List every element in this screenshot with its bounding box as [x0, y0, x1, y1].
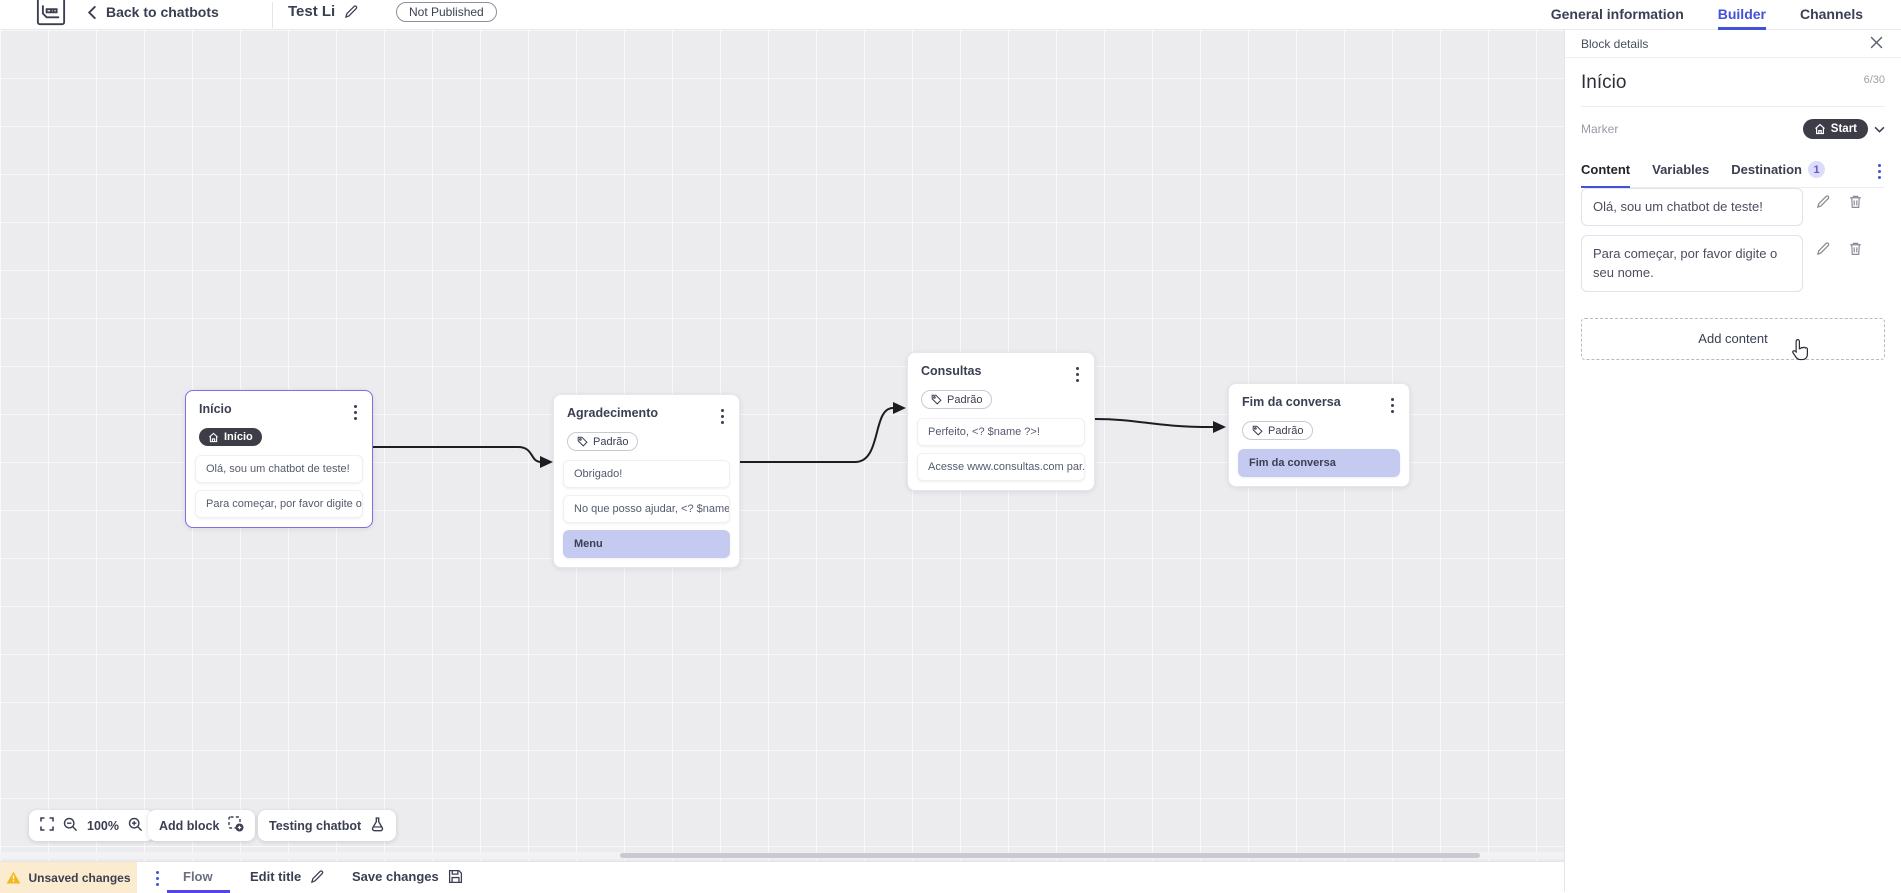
marker-start-pill[interactable]: Start — [1802, 119, 1868, 139]
flow-node-inicio[interactable]: Início Início Olá, sou um chatbot de tes… — [185, 390, 373, 528]
panel-menu-icon[interactable] — [1874, 161, 1885, 181]
content-text[interactable]: Para começar, por favor digite o seu nom… — [1581, 234, 1803, 292]
delete-content-icon[interactable] — [1848, 194, 1863, 214]
flow-node-agradecimento[interactable]: Agradecimento Padrão Obrigado! No que po… — [553, 394, 740, 568]
tab-general-information[interactable]: General information — [1550, 6, 1684, 22]
node-message[interactable]: Olá, sou um chatbot de teste! — [195, 455, 363, 483]
zoom-in-icon[interactable] — [128, 817, 143, 835]
zoom-level: 100% — [87, 818, 119, 833]
node-title: Consultas — [921, 364, 982, 378]
add-block-icon — [228, 816, 244, 835]
tag-icon — [1252, 425, 1263, 436]
testing-chatbot-button[interactable]: Testing chatbot — [258, 810, 397, 841]
fullscreen-icon[interactable] — [40, 817, 54, 834]
status-badge: Not Published — [396, 2, 497, 22]
back-to-chatbots-button[interactable]: Back to chatbots — [88, 4, 219, 20]
block-title-input[interactable]: Início — [1581, 72, 1627, 93]
node-menu-icon[interactable] — [717, 406, 728, 426]
zoom-out-icon[interactable] — [63, 817, 78, 835]
panel-header-label: Block details — [1581, 37, 1649, 51]
scrollbar-thumb[interactable] — [620, 853, 1480, 858]
tab-content[interactable]: Content — [1581, 156, 1631, 188]
unsaved-changes-indicator: Unsaved changes — [0, 862, 137, 893]
block-details-panel: Block details Início 6/30 Marker Start C… — [1564, 30, 1901, 892]
tab-variables[interactable]: Variables — [1652, 162, 1710, 177]
app-logo-icon[interactable] — [36, 0, 66, 26]
close-icon[interactable] — [1870, 36, 1883, 54]
add-block-label: Add block — [159, 818, 220, 833]
node-message[interactable]: No que posso ajudar, <? $name ... — [563, 495, 730, 523]
node-message[interactable]: Acesse www.consultas.com par... — [917, 453, 1085, 481]
tag-pill: Padrão — [567, 432, 639, 451]
node-message[interactable]: Para começar, por favor digite o ... — [195, 490, 363, 518]
horizontal-scrollbar[interactable] — [0, 852, 1564, 859]
marker-label: Marker — [1581, 122, 1619, 136]
save-changes-button[interactable]: Save changes — [352, 869, 463, 884]
top-bar: Back to chatbots Test Li Not Published G… — [0, 0, 1901, 30]
content-text[interactable]: Olá, sou um chatbot de teste! — [1581, 188, 1803, 226]
tab-builder[interactable]: Builder — [1717, 0, 1766, 30]
back-label: Back to chatbots — [106, 4, 219, 20]
bottom-bar: Unsaved changes Flow Edit title Save cha… — [0, 861, 1564, 893]
content-item: Olá, sou um chatbot de teste! — [1581, 188, 1885, 226]
char-counter: 6/30 — [1863, 74, 1885, 86]
edit-title-icon[interactable] — [344, 4, 359, 24]
delete-content-icon[interactable] — [1848, 241, 1863, 261]
topbar-divider — [272, 2, 273, 28]
home-icon — [209, 432, 218, 442]
node-title: Início — [199, 402, 232, 416]
chevron-down-icon[interactable] — [1874, 126, 1885, 133]
builder-nav-tabs: General information Builder Channels — [1551, 0, 1863, 30]
tab-flow[interactable]: Flow — [183, 869, 213, 884]
edit-content-icon[interactable] — [1816, 194, 1831, 214]
edit-content-icon[interactable] — [1816, 241, 1831, 261]
tab-channels[interactable]: Channels — [1799, 6, 1863, 22]
flask-icon — [370, 816, 385, 835]
node-button-menu[interactable]: Menu — [563, 530, 730, 558]
node-message[interactable]: Perfeito, <? $name ?>! — [917, 418, 1085, 446]
node-message[interactable]: Obrigado! — [563, 460, 730, 488]
tag-icon — [577, 436, 588, 447]
node-end-row[interactable]: Fim da conversa — [1238, 449, 1400, 477]
flow-node-consultas[interactable]: Consultas Padrão Perfeito, <? $name ?>! … — [907, 352, 1095, 491]
tag-pill: Padrão — [1242, 421, 1314, 440]
flow-menu-icon[interactable] — [152, 868, 163, 888]
destination-count-badge: 1 — [1808, 161, 1826, 178]
chatbot-title: Test Li — [288, 3, 336, 20]
node-menu-icon[interactable] — [1072, 364, 1083, 384]
home-icon — [1814, 123, 1825, 135]
content-item: Para começar, por favor digite o seu nom… — [1581, 234, 1885, 292]
start-marker-pill: Início — [199, 428, 262, 446]
tab-destination[interactable]: Destination 1 — [1731, 155, 1826, 187]
node-title: Agradecimento — [567, 406, 658, 420]
add-content-button[interactable]: Add content — [1581, 317, 1885, 360]
panel-tabs: Content Variables Destination 1 — [1581, 155, 1885, 188]
tag-icon — [931, 394, 942, 405]
node-menu-icon[interactable] — [350, 402, 361, 422]
node-menu-icon[interactable] — [1387, 395, 1398, 415]
node-title: Fim da conversa — [1242, 395, 1341, 409]
pencil-icon — [311, 870, 324, 884]
flow-node-fim-da-conversa[interactable]: Fim da conversa Padrão Fim da conversa — [1228, 383, 1410, 487]
save-icon — [448, 869, 462, 884]
chevron-left-icon — [88, 5, 96, 19]
warning-icon — [7, 871, 21, 884]
edit-title-button[interactable]: Edit title — [250, 869, 325, 884]
flow-canvas[interactable]: Início Início Olá, sou um chatbot de tes… — [0, 30, 1564, 861]
testing-chatbot-label: Testing chatbot — [269, 818, 362, 833]
zoom-toolbar: 100% — [29, 810, 154, 841]
tag-pill: Padrão — [921, 390, 993, 409]
add-block-button[interactable]: Add block — [148, 810, 256, 841]
